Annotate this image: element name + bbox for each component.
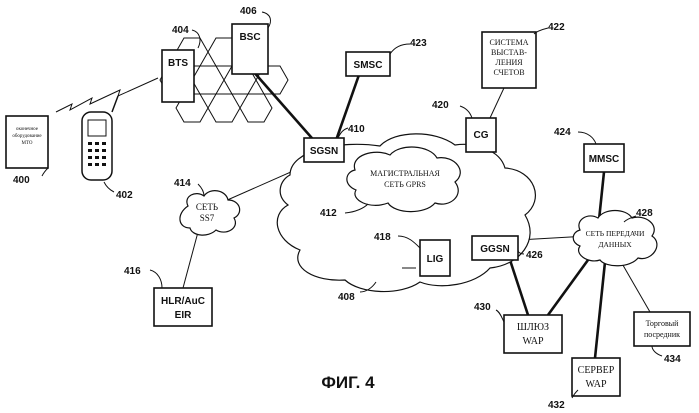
figure-caption: ФИГ. 4: [321, 373, 375, 392]
bsc-node: BSC: [232, 24, 268, 74]
gprs-cloud-label-2: СЕТЬ GPRS: [384, 180, 426, 189]
wap-gateway-label-1: ШЛЮЗ: [517, 322, 549, 333]
link-data-merchant: [620, 260, 650, 312]
ggsn-node: GGSN: [472, 236, 518, 260]
bts-label: BTS: [168, 58, 188, 69]
ref-430: 430: [474, 302, 491, 313]
terminal-label-2: оборудование: [12, 134, 42, 139]
data-cloud-label-2: ДАННЫХ: [598, 240, 632, 249]
sgsn-node: SGSN: [304, 138, 344, 162]
sgsn-label: SGSN: [310, 146, 338, 157]
merchant-label-2: посредник: [644, 330, 680, 339]
wap-server-label-2: WAP: [585, 379, 607, 390]
merchant-node: Торговый посредник: [634, 312, 690, 346]
ref-434: 434: [664, 354, 681, 365]
mmsc-node: MMSC: [584, 144, 624, 172]
ref-410: 410: [348, 124, 365, 135]
bts-node: BTS: [162, 50, 194, 102]
link-bsc-sgsn: [252, 70, 318, 145]
mmsc-label: MMSC: [589, 154, 620, 165]
ref-422: 422: [548, 22, 565, 33]
hlr-label-2: EIR: [175, 310, 192, 321]
ref-420: 420: [432, 100, 449, 111]
wap-server-label-1: СЕРВЕР: [578, 365, 615, 376]
lig-node: LIG: [420, 240, 450, 276]
ref-428: 428: [636, 208, 653, 219]
data-cloud-label-1: СЕТЬ ПЕРЕДАЧИ: [586, 229, 645, 238]
merchant-label-1: Торговый: [646, 319, 680, 328]
terminal-label-1: оконечное: [16, 127, 39, 132]
ref-406: 406: [240, 6, 257, 17]
ref-412: 412: [320, 208, 337, 219]
ref-416: 416: [124, 266, 141, 277]
wap-server-node: СЕРВЕР WAP: [572, 358, 620, 396]
lig-label: LIG: [427, 254, 444, 265]
cg-node: CG: [466, 118, 496, 152]
wap-gateway-node: ШЛЮЗ WAP: [504, 315, 562, 353]
radio-link-icon: [56, 78, 158, 112]
gprs-cloud-label-1: МАГИСТРАЛЬНАЯ: [370, 169, 440, 178]
ggsn-label: GGSN: [480, 244, 509, 255]
link-ggsn-wapgw: [510, 260, 528, 315]
billing-label-3: ЛЕНИЯ: [495, 58, 523, 67]
smsc-label: SMSC: [354, 60, 383, 71]
ref-400: 400: [13, 175, 30, 186]
billing-node: СИСТЕМА ВЫСТАВ- ЛЕНИЯ СЧЕТОВ: [482, 32, 536, 88]
billing-label-2: ВЫСТАВ-: [491, 48, 527, 57]
link-ss7-hlr: [183, 232, 198, 288]
wap-gateway-label-2: WAP: [522, 336, 544, 347]
billing-label-1: СИСТЕМА: [489, 38, 528, 47]
ref-426: 426: [526, 250, 543, 261]
ref-423: 423: [410, 38, 427, 49]
ss7-cloud-label-1: СЕТЬ: [196, 202, 218, 212]
ref-424: 424: [554, 127, 571, 138]
link-data-wapserver: [595, 262, 605, 358]
smsc-node: SMSC: [346, 52, 390, 76]
mobile-phone-icon: [82, 96, 118, 180]
ref-402: 402: [116, 190, 133, 201]
hlr-label-1: HLR/AuC: [161, 296, 205, 307]
bsc-label: BSC: [239, 32, 260, 43]
link-wapgw-data: [548, 260, 588, 315]
ss7-cloud-label-2: SS7: [200, 213, 215, 223]
billing-label-4: СЧЕТОВ: [493, 68, 524, 77]
ref-432: 432: [548, 400, 565, 411]
hlr-node: HLR/AuC EIR: [154, 288, 212, 326]
ref-414: 414: [174, 178, 191, 189]
ref-404: 404: [172, 25, 189, 36]
terminal-node: оконечное оборудование MTO: [6, 116, 48, 168]
cg-label: CG: [474, 130, 489, 141]
terminal-label-3: MTO: [21, 141, 32, 146]
ref-408: 408: [338, 292, 355, 303]
ref-418: 418: [374, 232, 391, 243]
